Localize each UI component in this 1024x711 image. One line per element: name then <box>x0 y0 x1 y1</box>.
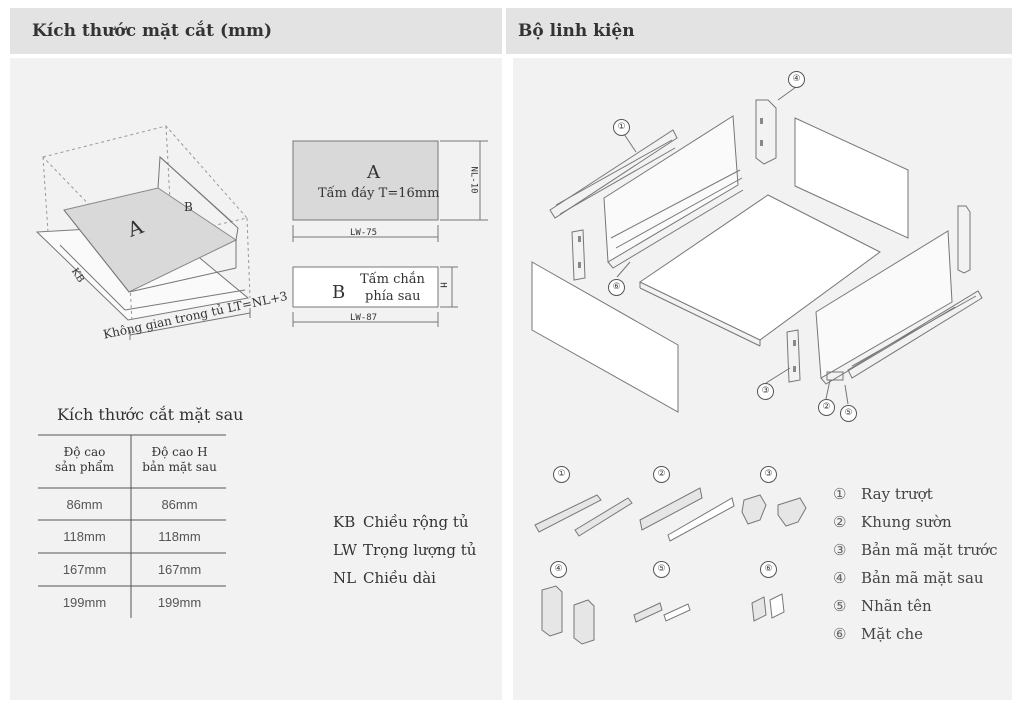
thumb-number-4: ④ <box>550 561 567 578</box>
table-cell: 118mm <box>63 529 106 544</box>
thumb-number-6: ⑥ <box>760 561 777 578</box>
panel-a-desc: Tấm đáy T=16mm <box>318 186 440 201</box>
thumb-number-1: ① <box>553 466 570 483</box>
panel-a-height-label: NL-10 <box>468 166 479 194</box>
callout-2: ② <box>818 399 835 416</box>
table-cell: 199mm <box>157 595 202 610</box>
panel-b-letter: B <box>332 282 346 303</box>
thumb-number-2: ② <box>653 466 670 483</box>
panel-a-width-label: LW-75 <box>350 228 378 238</box>
section-title-components: Bộ linh kiện <box>518 21 635 41</box>
callout-5: ⑤ <box>840 405 857 422</box>
panel-a-letter: A <box>367 162 380 183</box>
thumb-number-3: ③ <box>760 466 777 483</box>
table-cell: 86mm <box>66 497 103 512</box>
header-product-height: Độ cao sản phẩm <box>55 445 114 474</box>
right-panel <box>513 58 1012 700</box>
table-cell: 118mm <box>158 529 201 544</box>
right-header-bar: Bộ linh kiện <box>506 8 1012 54</box>
table-title: Kích thước cắt mặt sau <box>57 405 244 424</box>
panel-b-height-label: H <box>437 282 448 288</box>
panel-b-desc-line2: phía sau <box>365 289 421 304</box>
panel-b-desc-line1: Tấm chắn <box>360 272 425 287</box>
table-cell: 167mm <box>62 562 107 577</box>
left-header-bar: Kích thước mặt cắt (mm) <box>10 8 502 54</box>
table-cell: 167mm <box>157 562 202 577</box>
callout-3: ③ <box>757 383 774 400</box>
box-label-b: B <box>184 200 193 214</box>
table-cell: 86mm <box>161 497 198 512</box>
header-back-height: Độ cao H bản mặt sau <box>142 445 217 474</box>
table-cell: 199mm <box>62 595 107 610</box>
thumb-number-5: ⑤ <box>653 561 670 578</box>
callout-1: ① <box>613 119 630 136</box>
panel-b-width-label: LW-87 <box>350 313 378 323</box>
callout-4: ④ <box>788 71 805 88</box>
callout-6: ⑥ <box>608 279 625 296</box>
section-title-dimensions: Kích thước mặt cắt (mm) <box>32 21 273 41</box>
